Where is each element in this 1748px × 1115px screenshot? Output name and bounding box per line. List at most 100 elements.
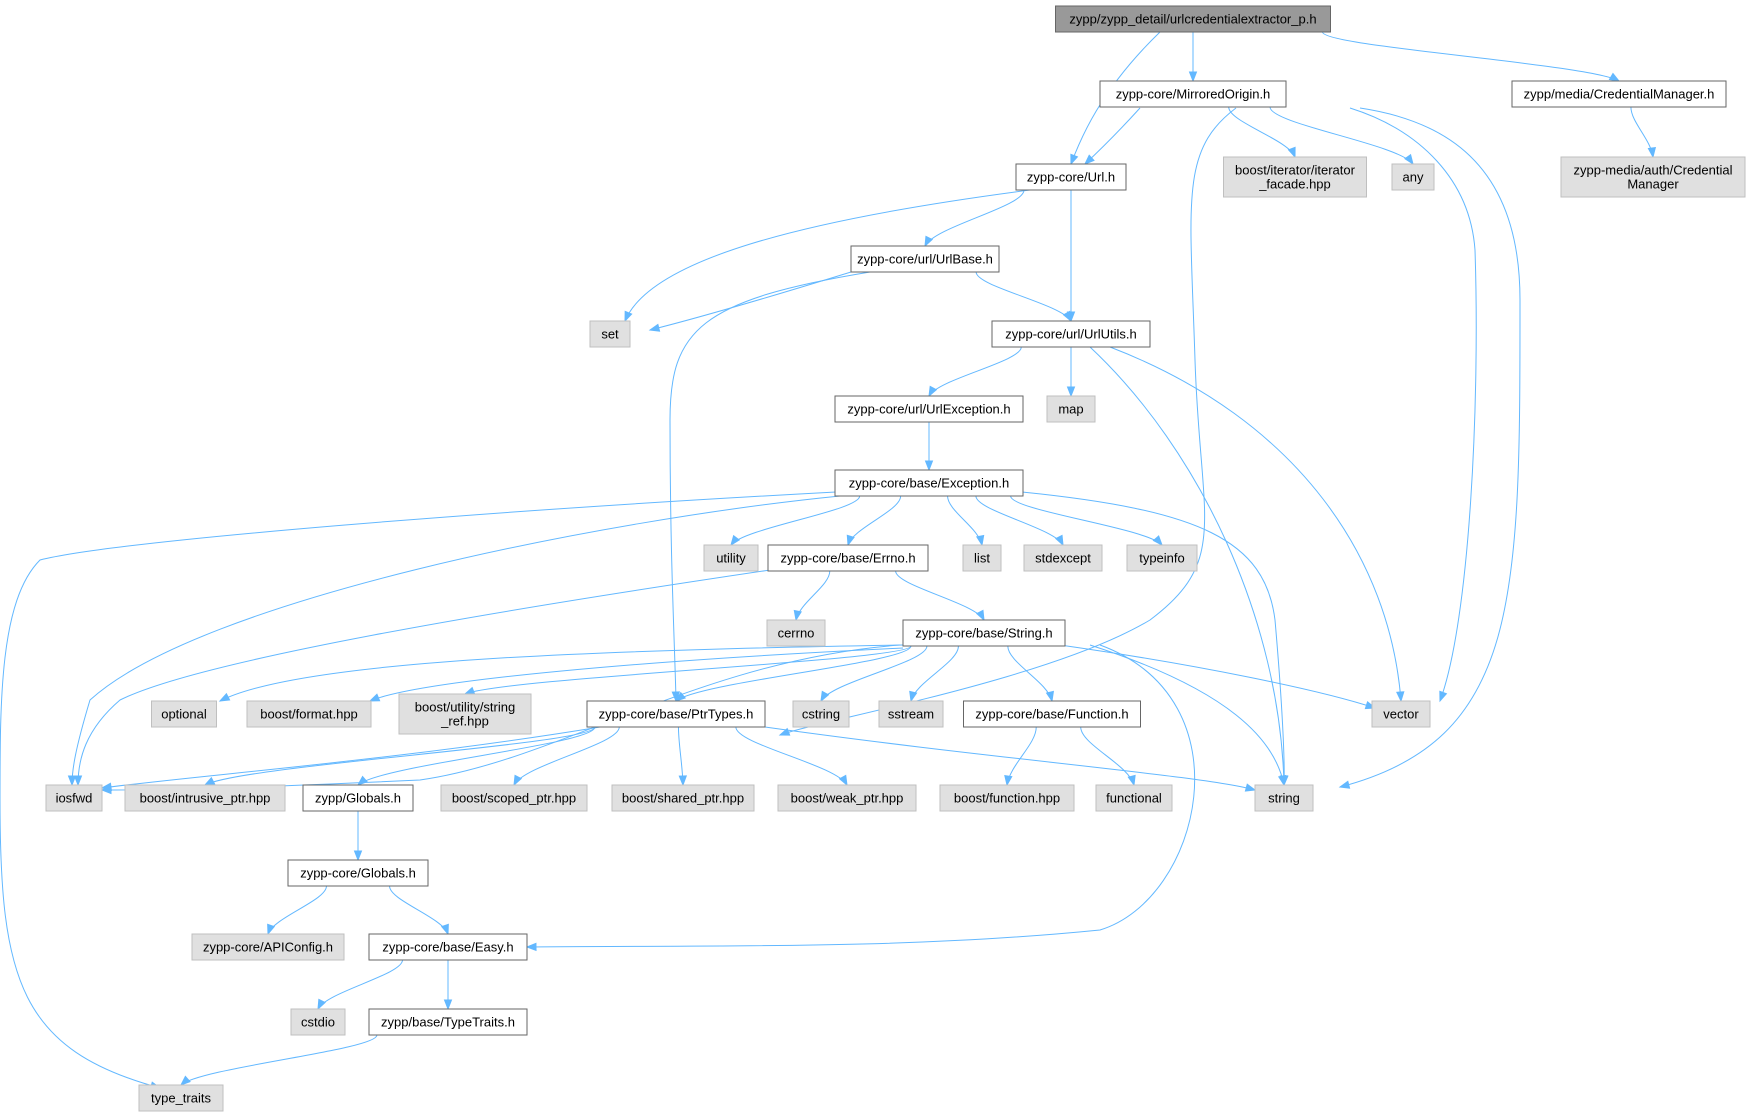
arrow-head-icon: [1338, 780, 1351, 789]
node-credmgr[interactable]: zypp/media/CredentialManager.h: [1511, 80, 1727, 108]
node-zglobals[interactable]: zypp/Globals.h: [302, 784, 414, 812]
node-optional: optional: [151, 700, 217, 728]
edge-string_h-to-bformat: [368, 647, 904, 702]
arrow-head-icon: [443, 999, 453, 1011]
arrow-head-icon: [1244, 783, 1257, 792]
edge-line: [675, 645, 912, 702]
node-function-h[interactable]: zypp-core/base/Function.h: [963, 700, 1141, 728]
node-box: [368, 1008, 528, 1036]
edge-root-to-url: [1070, 31, 1161, 166]
arrow-head-icon: [1404, 153, 1414, 166]
node-label: zypp-core/MirroredOrigin.h: [1116, 87, 1271, 102]
arrow-head-icon: [218, 692, 231, 702]
node-errno[interactable]: zypp-core/base/Errno.h: [767, 544, 929, 572]
node-box: [287, 859, 429, 887]
edge-ptrtypes-to-zglobals: [356, 726, 596, 786]
edge-ptrtypes-to-shared: [677, 726, 688, 787]
node-mirrored[interactable]: zypp-core/MirroredOrigin.h: [1099, 80, 1287, 108]
node-urlutils[interactable]: zypp-core/url/UrlUtils.h: [991, 320, 1151, 348]
node-label: zypp-core/Globals.h: [300, 866, 416, 881]
edge-line: [924, 189, 1025, 247]
node-url[interactable]: zypp-core/Url.h: [1015, 163, 1127, 191]
arrow-head-icon: [1608, 72, 1621, 82]
node-box: [939, 784, 1075, 812]
node-label: zypp-core/base/Easy.h: [382, 940, 513, 955]
node-box: [138, 1084, 224, 1112]
arrow-head-icon: [1647, 147, 1657, 159]
node-box: [767, 544, 929, 572]
arrow-head-icon: [624, 310, 633, 323]
node-label: iosfwd: [56, 791, 93, 806]
node-label: zypp-core/url/UrlException.h: [847, 402, 1010, 417]
node-label: map: [1058, 402, 1083, 417]
edge-function_h-to-functional: [1080, 726, 1136, 787]
edge-line: [624, 189, 1031, 322]
node-label: zypp-core/base/Errno.h: [780, 551, 915, 566]
node-box: [1023, 544, 1103, 572]
node-label: zypp-core/APIConfig.h: [203, 940, 333, 955]
node-box: [962, 544, 1002, 572]
edge-url-to-urlutils: [1066, 190, 1076, 323]
edge-line: [1228, 106, 1296, 158]
node-box: [45, 784, 103, 812]
node-ptrtypes[interactable]: zypp-core/base/PtrTypes.h: [586, 700, 766, 728]
edge-credmgr-to-authcred: [1630, 106, 1657, 159]
node-cstdio: cstdio: [290, 1008, 346, 1036]
node-box: [191, 933, 345, 961]
edge-string_h-to-function_h: [1007, 645, 1054, 703]
node-label: zypp-core/url/UrlUtils.h: [1005, 327, 1136, 342]
arrow-head-icon: [179, 1075, 191, 1086]
node-urlexc[interactable]: zypp-core/url/UrlException.h: [834, 395, 1024, 423]
node-exception[interactable]: zypp-core/base/Exception.h: [834, 469, 1024, 497]
edge-ptrtypes-to-intrusive: [203, 726, 596, 786]
node-list: list: [962, 544, 1002, 572]
node-box: [586, 700, 766, 728]
arrow-head-icon: [203, 776, 216, 786]
node-shared: boost/shared_ptr.hpp: [611, 784, 755, 812]
edge-line: [1080, 726, 1135, 786]
edge-line: [513, 726, 620, 786]
arrow-head-icon: [1045, 690, 1054, 703]
arrow-head-icon: [1152, 535, 1163, 547]
node-string-h[interactable]: zypp-core/base/String.h: [902, 619, 1066, 647]
edge-line: [267, 885, 327, 935]
arrow-head-icon: [924, 460, 934, 472]
node-typetraits-h[interactable]: zypp/base/TypeTraits.h: [368, 1008, 528, 1036]
node-intrusive: boost/intrusive_ptr.hpp: [124, 784, 286, 812]
edge-line: [357, 726, 596, 786]
arrow-head-icon: [1054, 534, 1064, 547]
node-sstream: sstream: [878, 700, 944, 728]
edge-line: [847, 495, 902, 546]
node-easy[interactable]: zypp-core/base/Easy.h: [368, 933, 528, 961]
arrow-head-icon: [924, 235, 934, 248]
node-utility: utility: [703, 544, 759, 572]
edge-url-to-set: [624, 189, 1031, 323]
arrow-head-icon: [820, 690, 830, 703]
edge-line: [764, 726, 1256, 791]
edge-line: [730, 495, 861, 546]
node-urlbase[interactable]: zypp-core/url/UrlBase.h: [850, 245, 1000, 273]
arrow-head-icon: [846, 534, 855, 547]
node-box: [1126, 544, 1198, 572]
node-weak: boost/weak_ptr.hpp: [777, 784, 917, 812]
arrow-head-icon: [1066, 386, 1076, 398]
arrow-head-icon: [838, 774, 848, 787]
edge-line: [464, 645, 912, 695]
node-label: Manager: [1627, 177, 1679, 192]
node-scoped: boost/scoped_ptr.hpp: [440, 784, 588, 812]
edge-string_h-to-string: [1089, 644, 1287, 787]
node-box: [850, 245, 1000, 273]
arrow-head-icon: [67, 775, 77, 787]
arrow-head-icon: [368, 693, 381, 702]
node-label: zypp/base/TypeTraits.h: [381, 1015, 515, 1030]
node-string: string: [1254, 784, 1314, 812]
edge-ptrtypes-to-weak: [735, 726, 848, 787]
node-bfunction: boost/function.hpp: [939, 784, 1075, 812]
edge-cglobals-to-apiconfig: [267, 885, 327, 936]
node-box: [1391, 163, 1435, 191]
node-cglobals[interactable]: zypp-core/Globals.h: [287, 859, 429, 887]
edge-string_h-to-strref: [463, 645, 912, 695]
edge-line: [1269, 106, 1414, 165]
arrow-head-icon: [525, 942, 537, 952]
edge-ptrtypes-to-string: [764, 726, 1257, 792]
